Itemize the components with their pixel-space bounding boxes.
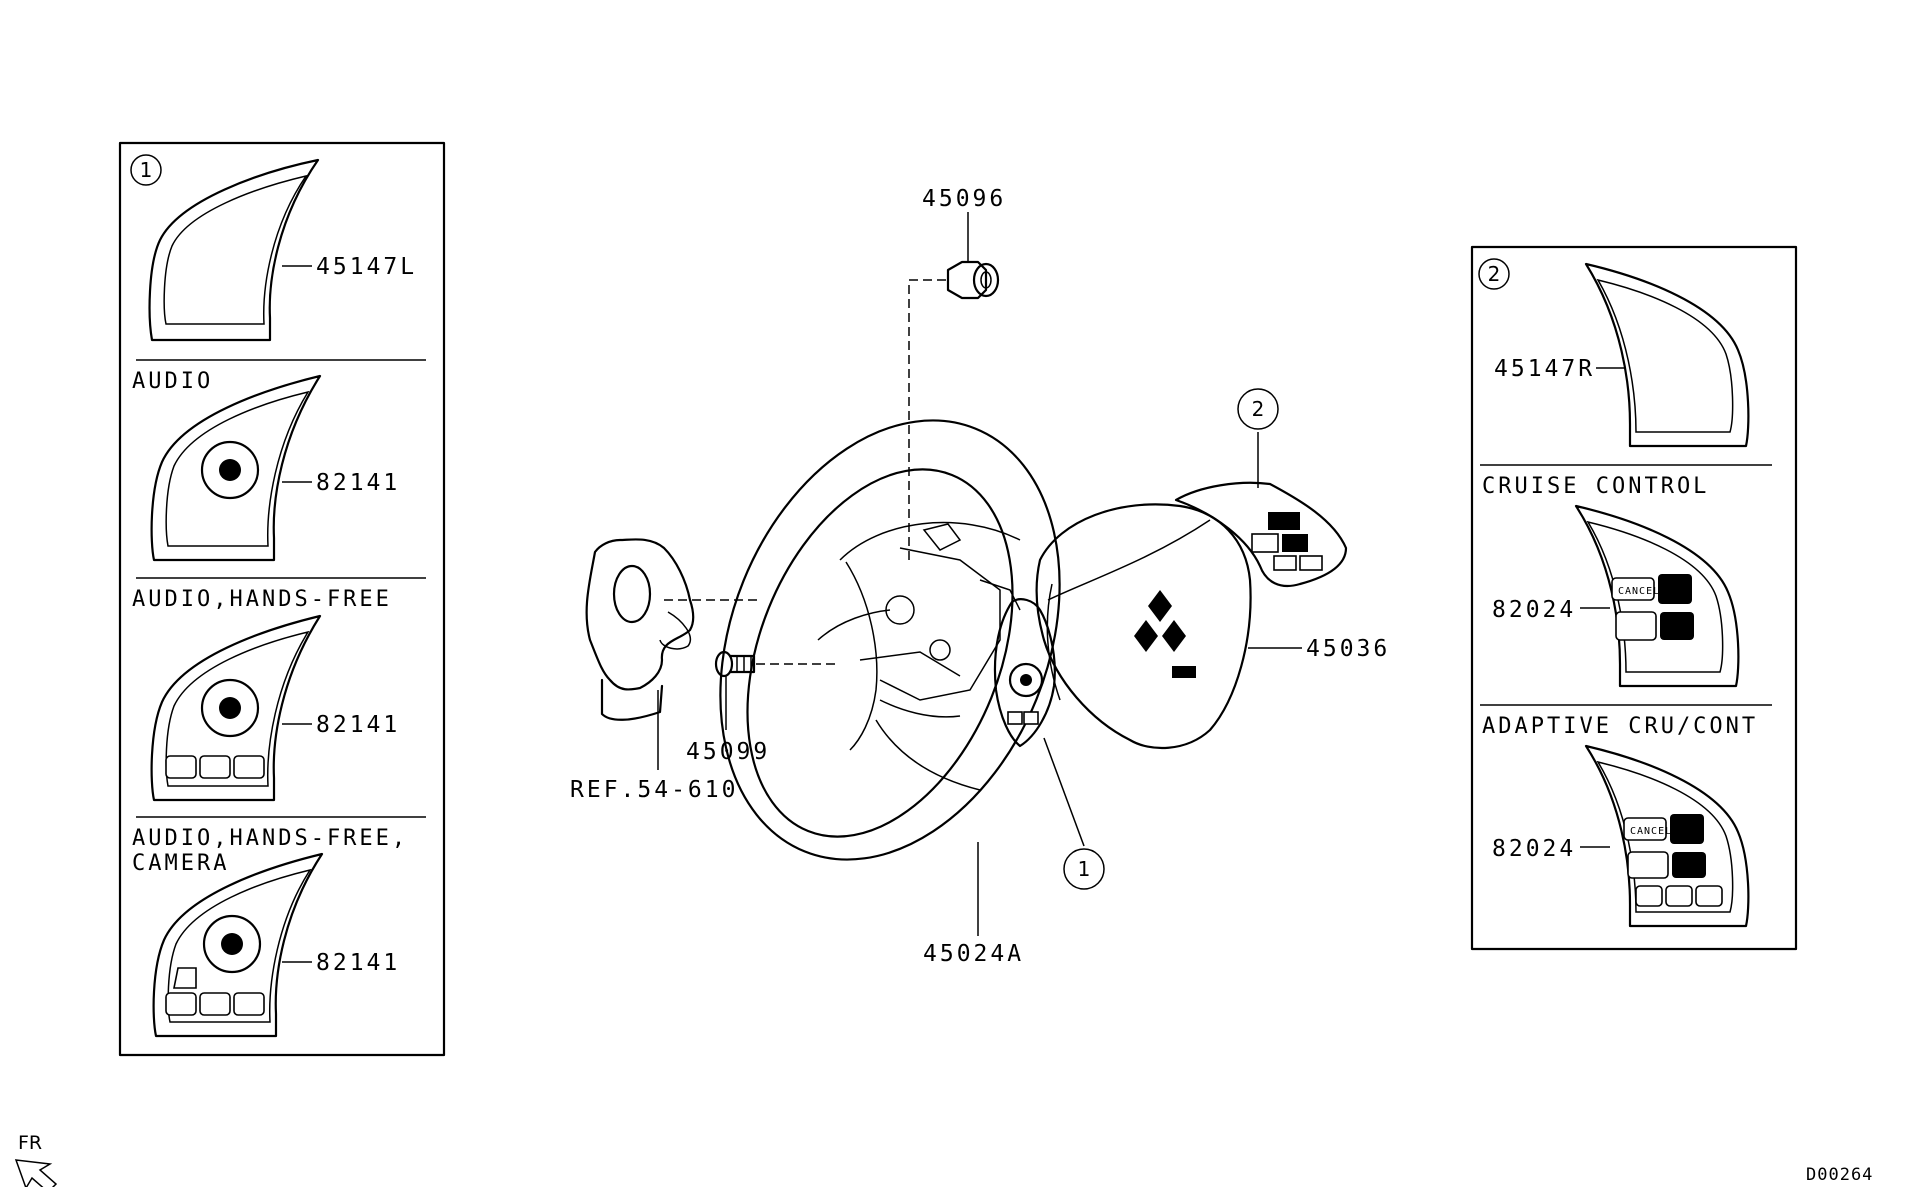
front-arrow-icon <box>14 1159 58 1187</box>
steering-wheel-45024A <box>719 419 1061 861</box>
callout-circle-2-main <box>1237 388 1279 430</box>
part-45036-label: 45036 <box>1306 636 1390 662</box>
part-45147L-label: 45147L <box>316 254 417 280</box>
variant-audio-handsfree-camera-caption-line1: AUDIO,HANDS-FREE, <box>132 826 408 851</box>
left-variant-panel: 1 45147L AUDIO 82141 AUDIO,HANDS-FREE <box>118 141 446 1057</box>
callout-circle-1-left <box>130 154 162 186</box>
part-82141-handsfree-label: 82141 <box>316 712 400 738</box>
part-82024-adaptive-label: 82024 <box>1492 836 1576 862</box>
callout-circle-2-right <box>1478 258 1510 290</box>
main-callout-1: 1 <box>1078 857 1091 881</box>
variant-audio-handsfree-caption: AUDIO,HANDS-FREE <box>132 587 392 612</box>
svg-text:CANCEL: CANCEL <box>1618 586 1660 597</box>
svg-text:CANCEL: CANCEL <box>1630 826 1672 837</box>
switch-cover-left <box>148 158 320 342</box>
part-45024A-label: 45024A <box>923 941 1024 967</box>
right-variant-panel: 2 45147R CRUISE CONTROL CANCEL 82024 ADA… <box>1470 245 1798 951</box>
part-45147R-label: 45147R <box>1494 356 1595 382</box>
audio-handsfree-switch-icon <box>150 614 322 802</box>
variant-cruise-control-caption: CRUISE CONTROL <box>1482 474 1709 499</box>
variant-audio-handsfree-camera-caption-line2: CAMERA <box>132 851 229 876</box>
part-82024-cruise-label: 82024 <box>1492 597 1576 623</box>
part-45096-label: 45096 <box>922 186 1006 212</box>
left-callout-number: 1 <box>140 158 153 182</box>
wheel-left-switch <box>993 598 1056 748</box>
wheel-right-switch <box>1174 481 1348 588</box>
front-direction-indicator: FR <box>14 1132 58 1187</box>
clock-spring-assembly <box>585 538 695 721</box>
adaptive-cruise-switch-icon: CANCEL <box>1584 744 1750 928</box>
part-82141-audio-label: 82141 <box>316 470 400 496</box>
part-82141-camera-label: 82141 <box>316 950 400 976</box>
cruise-control-switch-icon: CANCEL <box>1574 504 1740 688</box>
switch-cover-right <box>1584 262 1750 448</box>
ref-54-610-label: REF.54-610 <box>570 777 738 803</box>
callout-circle-1-main <box>1063 848 1105 890</box>
nut-45096 <box>946 260 1000 300</box>
right-callout-number: 2 <box>1488 262 1501 286</box>
variant-adaptive-cruise-caption: ADAPTIVE CRU/CONT <box>1482 714 1758 739</box>
audio-handsfree-camera-switch-icon <box>152 852 324 1038</box>
diagram-code: D00264 <box>1806 1165 1873 1185</box>
airbag-module-45036 <box>1035 503 1252 750</box>
variant-audio-caption: AUDIO <box>132 369 213 394</box>
audio-switch-icon <box>150 374 322 562</box>
main-callout-2: 2 <box>1252 397 1265 421</box>
front-direction-label: FR <box>18 1132 42 1154</box>
